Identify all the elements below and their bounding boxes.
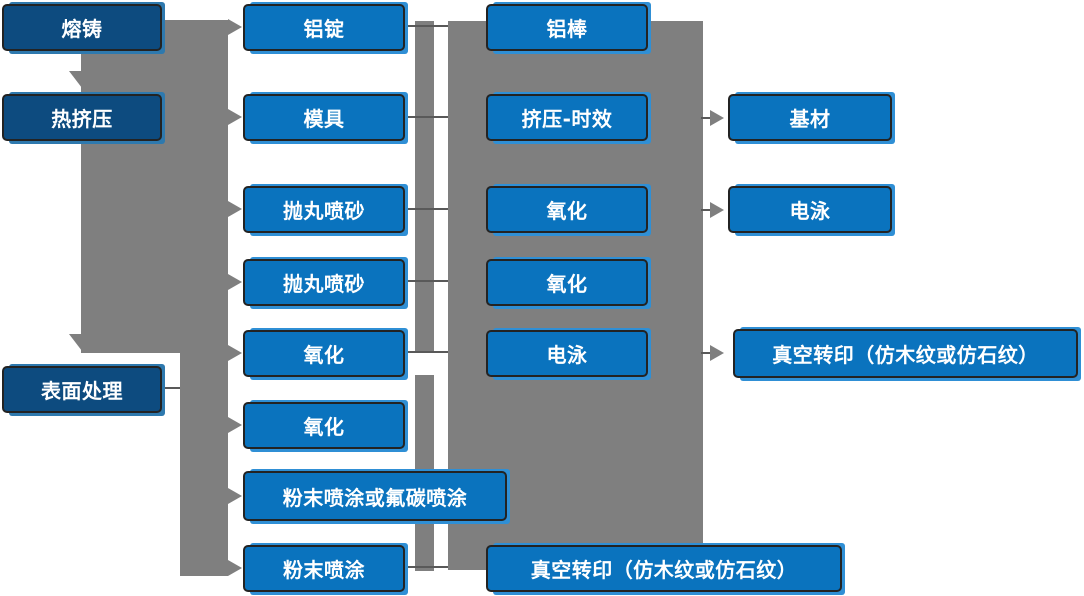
node-oxidation-c: 氧化 bbox=[486, 186, 648, 233]
arrow-right-to-substrate-icon bbox=[710, 110, 724, 126]
node-powder-coating: 粉末喷涂 bbox=[243, 545, 405, 592]
arrow-right-to-oxidation-a-icon bbox=[228, 345, 242, 361]
trunk-left-upper bbox=[81, 20, 228, 353]
line-powder-coating-to-trunk bbox=[405, 566, 448, 568]
node-surface-treatment: 表面处理 bbox=[2, 366, 162, 413]
node-shot-blasting-2: 抛丸喷砂 bbox=[243, 259, 405, 306]
stem-to-vacuum-transfer-b bbox=[701, 352, 712, 354]
trunk-left-lower bbox=[180, 353, 228, 576]
node-oxidation-b: 氧化 bbox=[243, 402, 405, 449]
node-vacuum-transfer-b: 真空转印（仿木纹或仿石纹） bbox=[733, 329, 1078, 378]
node-oxidation-a: 氧化 bbox=[243, 330, 405, 377]
arrow-right-to-electrophoresis-b-icon bbox=[710, 202, 724, 218]
node-substrate: 基材 bbox=[728, 94, 892, 141]
arrow-right-to-shot-blasting-1-icon bbox=[228, 201, 242, 217]
arrow-right-to-vacuum-transfer-b-icon bbox=[710, 345, 724, 361]
node-extrusion-aging: 挤压-时效 bbox=[486, 94, 648, 141]
node-electrophoresis-a: 电泳 bbox=[486, 330, 648, 377]
arrow-down-to-surface-treatment-icon bbox=[69, 334, 95, 351]
node-oxidation-d: 氧化 bbox=[486, 259, 648, 306]
node-powder-or-fluorocarbon: 粉末喷涂或氟碳喷涂 bbox=[243, 471, 507, 521]
line-mold-to-trunk bbox=[405, 116, 448, 118]
line-shot-blasting-2-to-trunk bbox=[405, 280, 448, 282]
node-hot-extrusion: 热挤压 bbox=[2, 94, 162, 141]
stem-to-electrophoresis-b bbox=[701, 209, 712, 211]
node-melting: 熔铸 bbox=[2, 4, 162, 51]
bar-middle-upper bbox=[415, 21, 434, 353]
node-mold: 模具 bbox=[243, 94, 405, 141]
node-aluminum-ingot: 铝锭 bbox=[243, 4, 405, 51]
node-aluminum-rod: 铝棒 bbox=[486, 4, 648, 51]
line-oxidation-a-to-trunk bbox=[405, 351, 448, 353]
arrow-right-to-oxidation-b-icon bbox=[228, 417, 242, 433]
node-shot-blasting-1: 抛丸喷砂 bbox=[243, 186, 405, 233]
line-shot-blasting-1-to-trunk bbox=[405, 208, 448, 210]
arrow-down-melting-to-hot-extrusion-icon bbox=[69, 71, 95, 88]
arrow-right-to-powder-or-fluorocarbon-icon bbox=[228, 488, 242, 504]
line-aluminum-ingot-to-trunk bbox=[405, 25, 448, 27]
arrow-right-to-mold-icon bbox=[228, 109, 242, 125]
arrow-right-to-aluminum-ingot-icon bbox=[228, 19, 242, 35]
line-surface-treatment-to-trunk bbox=[162, 387, 180, 389]
arrow-right-to-shot-blasting-2-icon bbox=[228, 274, 242, 290]
node-vacuum-transfer-a: 真空转印（仿木纹或仿石纹） bbox=[486, 545, 842, 592]
arrow-right-to-powder-coating-icon bbox=[228, 560, 242, 576]
node-electrophoresis-b: 电泳 bbox=[728, 186, 892, 233]
stem-to-substrate bbox=[701, 117, 712, 119]
